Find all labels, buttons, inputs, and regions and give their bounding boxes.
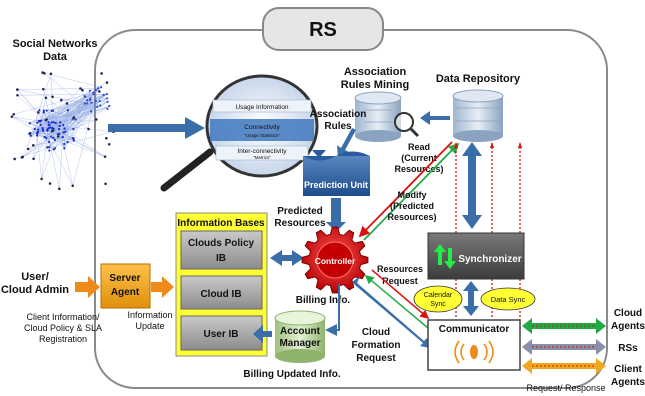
modify-label-2: (Predicted (390, 201, 434, 211)
prediction-to-controller-arrow (326, 198, 346, 232)
resources-request-label-2: Request (382, 276, 418, 286)
cloud-agents-arrow (522, 318, 606, 334)
social-to-lens-arrow (108, 117, 205, 139)
assoc-mining-label: Association (344, 66, 407, 78)
predicted-resources-label-2: Resources (274, 218, 326, 229)
resources-request-red-arrow (371, 269, 430, 319)
communicator-box: Communicator (427, 319, 521, 371)
sync-comm-arrow (463, 281, 479, 316)
user-to-agent-arrow (75, 276, 100, 298)
svg-text:RS: RS (309, 19, 337, 41)
prediction-unit-label: Prediction Unit (304, 180, 368, 190)
assoc-mining-label-2: Rules Mining (341, 79, 409, 91)
user-label-2: Cloud Admin (1, 284, 69, 296)
account-manager-cylinder: Account Manager (274, 310, 326, 363)
controller-gear (301, 226, 369, 294)
data-repository-label: Data Repository (436, 73, 521, 85)
rs-title: RS (262, 7, 384, 51)
information-bases-panel: Information Bases Clouds Policy IB Cloud… (175, 212, 268, 357)
server-agent-box: Server Agent (100, 263, 151, 309)
read-label-3: Resources) (394, 164, 443, 174)
controller-comm-arrow (352, 276, 430, 348)
social-networks-label: Social Networks (13, 38, 98, 50)
cloud-ib-label: Cloud IB (200, 289, 241, 300)
svg-text:Server: Server (109, 273, 140, 284)
repo-sync-arrow (462, 142, 482, 229)
billing-updated-label: Billing Updated Info. (243, 369, 340, 380)
controller-to-repo-green-arrow (363, 142, 460, 241)
synchronizer-box: Synchronizer (427, 232, 525, 280)
read-label: Read (408, 142, 430, 152)
cloud-agents-label: Cloud (614, 308, 642, 319)
data-repository-cylinder (452, 89, 504, 142)
prediction-unit: Prediction Unit (303, 150, 370, 196)
billing-to-userib-arrow (253, 325, 272, 343)
cloud-formation-label: Cloud (362, 327, 390, 338)
rss-label: RSs (618, 343, 638, 354)
data-sync-badge: Data Sync (480, 287, 536, 311)
resources-request-green-arrow (364, 275, 429, 329)
controller-label: Controller (315, 256, 356, 266)
billing-info-label: Billing Info. (296, 295, 351, 306)
client-agents-label: Client (614, 364, 642, 375)
lens-connectivity-sub: "Usage Statistics" (244, 133, 280, 138)
client-agents-arrow (522, 358, 606, 374)
calendar-sync-badge: Calendar Sync (413, 285, 463, 313)
modify-label-3: Resources) (387, 212, 436, 222)
info-bases-title: Information Bases (177, 218, 265, 229)
client-info-label-3: Registration (39, 334, 87, 344)
client-info-label: Client Information/ (26, 312, 100, 322)
read-label-2: (Current (401, 153, 437, 163)
svg-text:Communicator: Communicator (439, 324, 510, 335)
rss-arrow (522, 339, 606, 355)
billing-info-arrow (325, 284, 340, 336)
repo-to-mining-arrow (420, 111, 450, 125)
cloud-formation-label-2: Formation (352, 340, 401, 351)
mining-to-prediction-arrow (337, 128, 356, 158)
social-network-graph (10, 71, 115, 191)
cloud-agents-label-2: Agents (611, 321, 645, 332)
lens-inter-text: Inter-connectivity (237, 148, 287, 155)
request-response-label: Request/ Response (526, 383, 605, 393)
lens-connectivity-text: Connectivity (244, 124, 280, 131)
repo-to-controller-red-arrow (358, 141, 453, 238)
svg-text:Manager: Manager (279, 338, 320, 349)
client-agents-label-2: Agents (611, 377, 645, 388)
resources-request-label: Resources (377, 264, 423, 274)
svg-text:Account: Account (280, 326, 321, 337)
predicted-resources-label: Predicted (277, 206, 323, 217)
user-ib-label: User IB (203, 329, 238, 340)
info-update-label-2: Update (135, 321, 164, 331)
svg-text:Data Sync: Data Sync (491, 295, 526, 304)
clouds-policy-ib-label-2: IB (216, 253, 226, 264)
synchronizer-label: Synchronizer (458, 254, 521, 265)
assoc-rules-label-2: Rules (324, 121, 352, 132)
lens-usage-text: Usage Information (235, 104, 288, 111)
user-label: User/ (21, 271, 49, 283)
assoc-rules-label: Association (310, 109, 367, 120)
svg-text:Agent: Agent (111, 287, 140, 298)
clouds-policy-ib-label: Clouds Policy (188, 238, 255, 249)
lens-inter-sub: "Metrics" (253, 155, 271, 160)
magnifier-icon: Usage Information Connectivity "Usage St… (160, 74, 319, 192)
cloud-formation-label-3: Request (356, 353, 396, 364)
agent-to-infobases-arrow (151, 276, 174, 298)
info-update-label: Information (127, 310, 172, 320)
social-networks-label-2: Data (43, 51, 68, 63)
svg-text:Sync: Sync (430, 301, 446, 308)
modify-label: Modify (398, 190, 427, 200)
infobases-controller-arrow (270, 250, 304, 266)
assoc-mining-cylinder (354, 91, 420, 142)
client-info-label-2: Cloud Policy & SLA (24, 323, 102, 333)
svg-text:Calendar: Calendar (424, 292, 453, 299)
